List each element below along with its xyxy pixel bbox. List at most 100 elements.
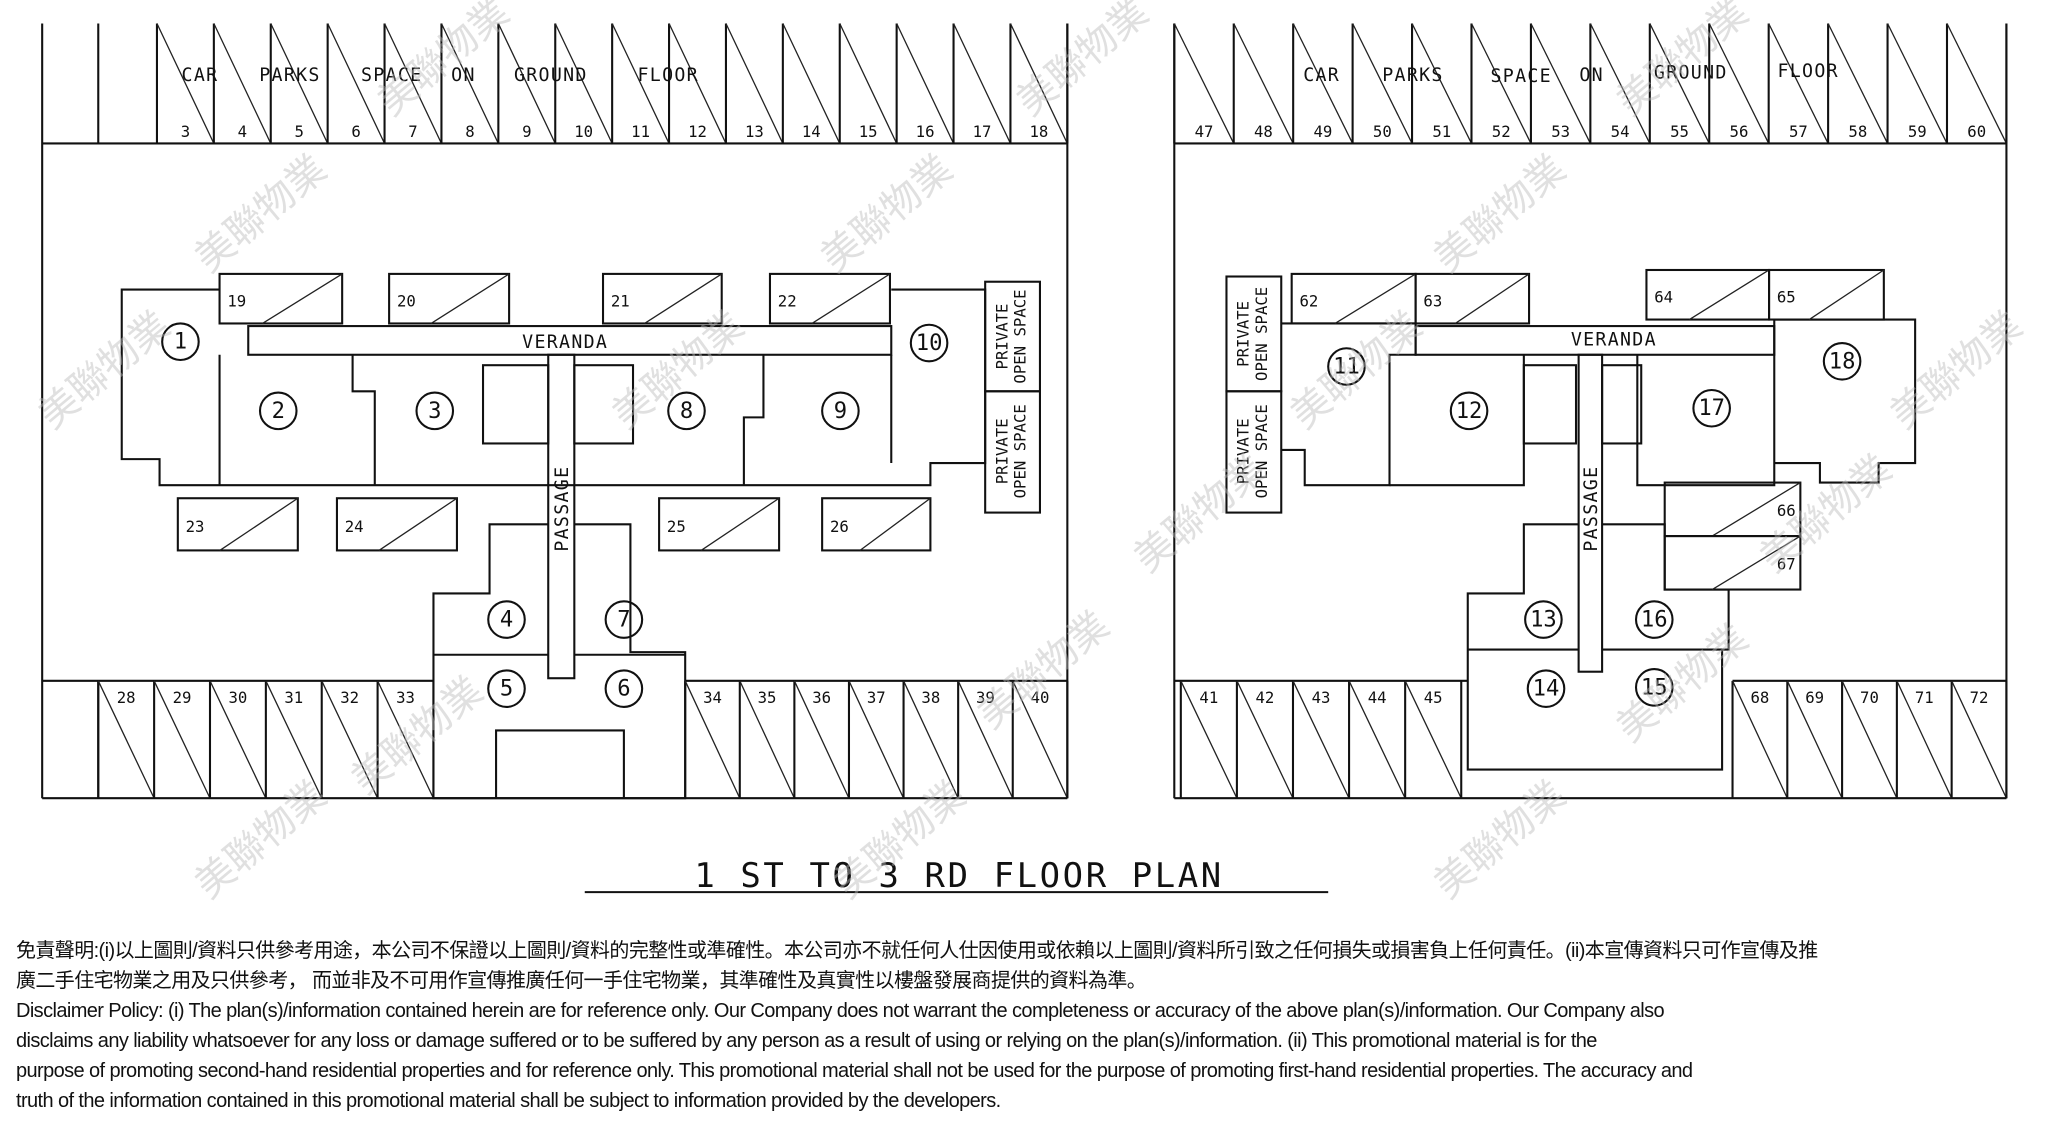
inner-car-park-number: 23	[186, 517, 205, 536]
car-park-space: 13	[724, 23, 784, 144]
car-park-space: 69	[1786, 680, 1843, 799]
car-park-number: 68	[1750, 688, 1769, 707]
car-park-space: 55	[1648, 23, 1710, 144]
inner-car-park: 26	[821, 497, 932, 552]
carpark-header-word: ON	[1579, 65, 1604, 86]
watermark-logo: 美聯物業	[1882, 303, 2031, 438]
inner-car-park: 64	[1645, 268, 1771, 321]
car-park-space: 72	[1950, 680, 2008, 799]
plan-outlines	[41, 23, 2008, 894]
inner-car-park-number: 66	[1777, 501, 1796, 520]
private-label: PRIVATE	[992, 418, 1011, 484]
car-park-space: 51	[1411, 23, 1473, 144]
car-park-space: 16	[895, 23, 955, 144]
unit-number: 4	[500, 607, 513, 633]
car-park-space: 36	[793, 680, 850, 799]
car-park-number: 32	[340, 688, 359, 707]
car-park-space: 9	[497, 23, 556, 144]
car-park-space: 38	[902, 680, 959, 799]
unit-2: 2	[258, 391, 298, 431]
carpark-header-word: GROUND	[1654, 62, 1728, 83]
inner-car-park: 67	[1663, 535, 1802, 591]
inner-car-park: 65	[1768, 268, 1885, 321]
car-park-space: 3	[155, 23, 215, 144]
car-park-space: 45	[1404, 680, 1462, 799]
inner-car-park: 23	[176, 497, 299, 552]
car-park-space: 7	[383, 23, 443, 144]
open-space-label: OPEN SPACE	[1011, 289, 1030, 383]
car-park-space: 37	[847, 680, 905, 799]
inner-car-park: 19	[218, 272, 344, 325]
car-park-space: 71	[1895, 680, 1953, 799]
car-park-space: 18	[1009, 23, 1068, 144]
carpark-header-word: PARKS	[1382, 65, 1443, 86]
carpark-header-word: GROUND	[514, 65, 588, 86]
unit-16: 16	[1634, 600, 1674, 639]
car-park-number: 47	[1195, 122, 1214, 141]
car-park-space: 34	[684, 680, 741, 799]
unit-number: 9	[834, 398, 847, 424]
inner-car-park-number: 26	[830, 517, 849, 536]
unit-15: 15	[1634, 668, 1674, 707]
car-park-number: 72	[1970, 688, 1989, 707]
unit-number: 14	[1533, 676, 1560, 702]
car-park-space: 10	[554, 23, 613, 144]
unit-number: 13	[1530, 607, 1557, 633]
watermark-logo: 美聯物業	[30, 303, 179, 438]
car-park-number: 4	[238, 122, 247, 141]
car-park-number: 16	[916, 122, 935, 141]
passage-label-right: PASSAGE	[1581, 466, 1602, 552]
car-park-space: 41	[1179, 680, 1238, 799]
car-park-number: 33	[396, 688, 415, 707]
car-park-space: 30	[208, 680, 267, 799]
car-park-space: 58	[1827, 23, 1889, 144]
inner-car-park-number: 64	[1654, 288, 1673, 307]
car-park-number: 53	[1551, 122, 1570, 141]
open-space-label: OPEN SPACE	[1252, 404, 1271, 498]
inner-car-park-number: 62	[1300, 292, 1319, 311]
car-park-number: 28	[117, 688, 136, 707]
car-park-number: 49	[1313, 122, 1332, 141]
car-park-number: 11	[631, 122, 650, 141]
inner-car-park-number: 21	[611, 292, 630, 311]
carpark-header-word: SPACE	[1491, 66, 1552, 87]
car-park-space: 32	[320, 680, 379, 799]
car-park-space: 56	[1708, 23, 1770, 144]
watermark-logo: 美聯物業	[1008, 0, 1157, 125]
car-park-space: 54	[1589, 23, 1651, 144]
car-park-number: 45	[1424, 688, 1443, 707]
car-park-space: 8	[440, 23, 499, 144]
unit-18: 18	[1822, 341, 1862, 381]
watermark-logo: 美聯物業	[187, 773, 336, 908]
car-park-number: 52	[1492, 122, 1511, 141]
watermark-logo: 美聯物業	[187, 147, 336, 282]
car-park-number: 15	[859, 122, 878, 141]
watermark-logo: 美聯物業	[1426, 773, 1575, 908]
watermark-logo: 美聯物業	[369, 0, 518, 125]
veranda-label-right: VERANDA	[1571, 330, 1657, 351]
unit-1: 1	[161, 322, 200, 362]
car-park-space: 15	[838, 23, 898, 144]
car-park-number: 51	[1432, 122, 1451, 141]
car-park-number: 44	[1368, 688, 1387, 707]
car-park-space: 17	[952, 23, 1012, 144]
car-park-space: 33	[376, 680, 435, 799]
car-park-number: 31	[284, 688, 303, 707]
inner-car-park: 24	[335, 497, 458, 552]
unit-3: 3	[415, 391, 455, 431]
carpark-header-word: CAR	[1303, 65, 1340, 86]
car-park-space: 52	[1470, 23, 1532, 144]
car-park-space: 60	[1945, 23, 2008, 144]
car-park-number: 41	[1199, 688, 1218, 707]
disclaimer-line-en-4: truth of the information contained in th…	[16, 1090, 1001, 1112]
inner-car-park: 21	[601, 272, 723, 325]
open-space-label: OPEN SPACE	[1252, 287, 1271, 381]
passage-label-left: PASSAGE	[552, 466, 573, 552]
car-park-number: 57	[1789, 122, 1808, 141]
unit-number: 12	[1456, 398, 1483, 424]
